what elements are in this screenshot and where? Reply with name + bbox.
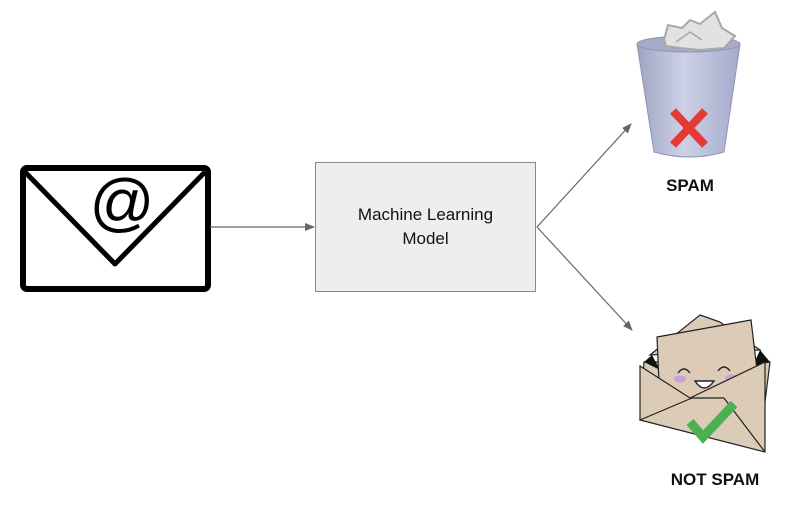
- crumpled-paper: [662, 10, 737, 52]
- arrow-model-to-not-spam: [536, 226, 633, 331]
- at-symbol: @: [90, 166, 155, 238]
- cheek: [674, 375, 686, 383]
- email-at-icon: @: [20, 165, 211, 292]
- ml-model-node: Machine Learning Model: [315, 162, 536, 292]
- happy-envelope-icon: [639, 314, 771, 453]
- not-spam-label: NOT SPAM: [670, 470, 760, 489]
- ml-model-label: Machine Learning Model: [357, 205, 494, 248]
- trash-can-icon: [636, 10, 741, 158]
- spam-label: SPAM: [666, 176, 714, 195]
- arrow-model-to-spam: [536, 123, 632, 228]
- smile: [693, 380, 716, 389]
- x-mark-icon: [670, 108, 708, 148]
- check-mark-icon: [686, 400, 738, 444]
